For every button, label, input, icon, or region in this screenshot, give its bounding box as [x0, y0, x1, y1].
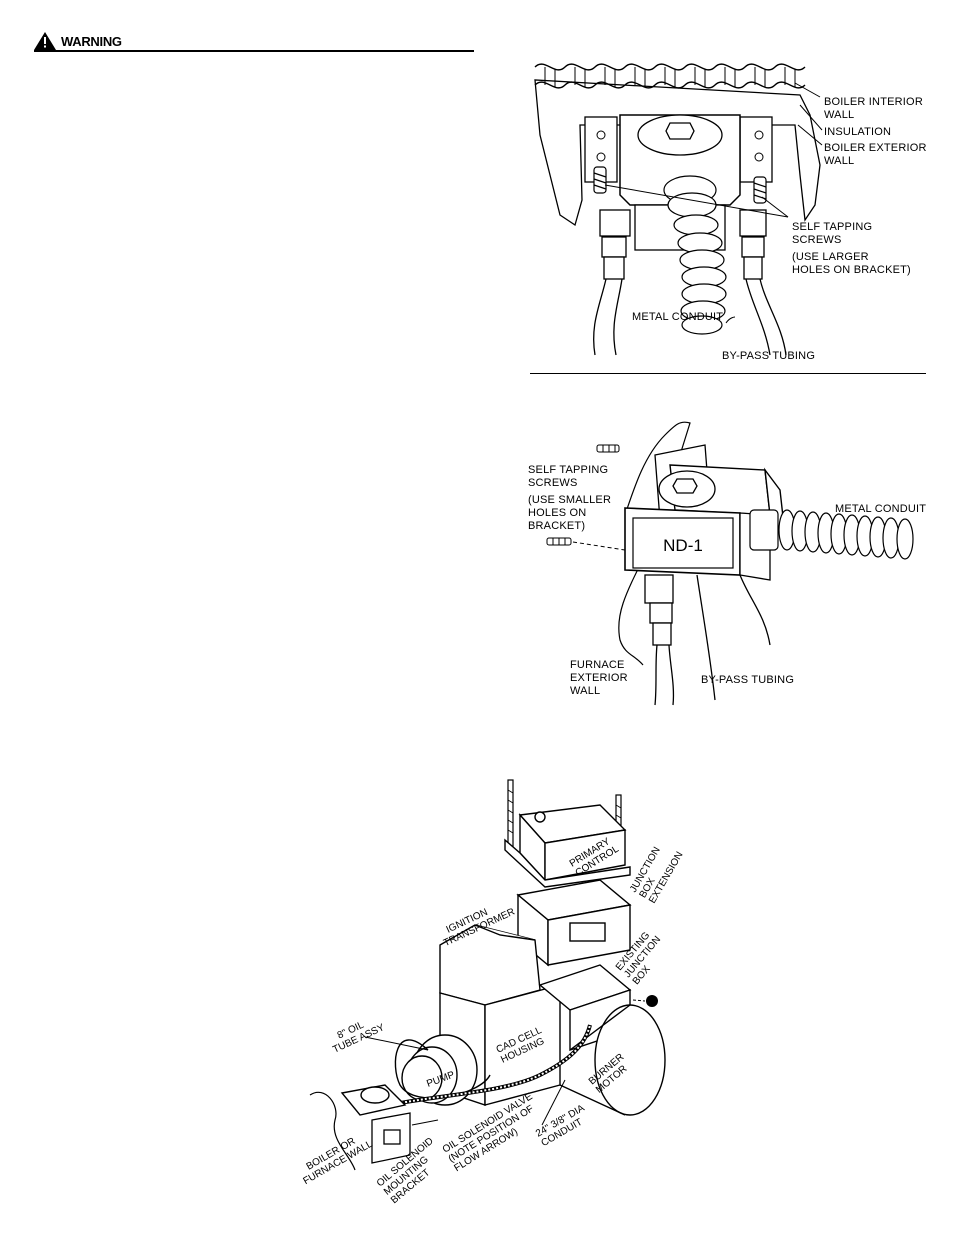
- label-self-tapping-1: SELF TAPPING: [528, 464, 608, 476]
- label-bypass-tubing: BY-PASS TUBING: [722, 350, 815, 362]
- metal-conduit: [749, 509, 914, 560]
- label-insulation: INSULATION: [824, 126, 891, 138]
- label-self-tapping-2: SCREWS: [792, 234, 841, 246]
- primary-control: [504, 804, 631, 888]
- bypass-fitting-right: [739, 209, 767, 280]
- self-tapping-screw-right: [753, 176, 767, 204]
- self-tapping-screw-left: [593, 166, 607, 194]
- label-use-smaller-3: BRACKET): [528, 520, 585, 532]
- label-use-smaller-2: HOLES ON: [528, 507, 586, 519]
- label-boiler-exterior-wall-1: BOILER EXTERIOR: [824, 142, 927, 154]
- device-name-label: ND-1: [663, 536, 703, 555]
- self-tapping-screw-bottom: [546, 537, 572, 546]
- label-furnace-exterior-3: WALL: [570, 685, 600, 697]
- label-use-smaller-1: (USE SMALLER: [528, 494, 611, 506]
- knockout-plug: [646, 995, 658, 1007]
- label-use-larger-1: (USE LARGER: [792, 251, 869, 263]
- oil-solenoid-mounting-bracket: [371, 1112, 411, 1164]
- label-metal-conduit: METAL CONDUIT: [835, 503, 926, 515]
- figure-burner-assembly: PRIMARY CONTROL JUNCTION BOX EXTENSION I…: [300, 775, 700, 1215]
- conduit: [369, 1024, 592, 1112]
- warning-rule: [34, 50, 474, 52]
- label-boiler-interior-wall-2: WALL: [824, 109, 854, 121]
- boiler-exterior-wall: [534, 79, 821, 227]
- figure-divider: [530, 373, 926, 374]
- label-boiler-exterior-wall-2: WALL: [824, 155, 854, 167]
- oil-tube: [394, 1039, 491, 1099]
- label-furnace-exterior-1: FURNACE: [570, 659, 625, 671]
- label-boiler-interior-wall-1: BOILER INTERIOR: [824, 96, 923, 108]
- label-use-larger-2: HOLES ON BRACKET): [792, 264, 911, 276]
- warning-label: WARNING: [61, 34, 122, 49]
- boiler-wall-outline: [309, 1091, 356, 1171]
- label-self-tapping-1: SELF TAPPING: [792, 221, 872, 233]
- warning-triangle-icon: [34, 32, 56, 50]
- metal-conduit: [663, 175, 727, 335]
- label-self-tapping-2: SCREWS: [528, 477, 577, 489]
- label-furnace-exterior-2: EXTERIOR: [570, 672, 628, 684]
- self-tapping-screw-top: [596, 444, 620, 453]
- bypass-fitting-left: [599, 209, 631, 280]
- warning-header: WARNING: [34, 30, 474, 54]
- boiler-interior-wall: [534, 63, 806, 71]
- label-metal-conduit: METAL CONDUIT: [632, 311, 723, 323]
- figure-furnace-mounting: ND-1: [525, 415, 926, 710]
- bypass-fitting: [644, 574, 674, 646]
- oil-solenoid-valve: [340, 1084, 407, 1116]
- junction-box-extension: [516, 879, 632, 967]
- figure-boiler-mounting: BOILER INTERIOR WALL INSULATION BOILER E…: [530, 55, 930, 370]
- pump: [401, 1034, 478, 1106]
- label-bypass-tubing: BY-PASS TUBING: [701, 674, 794, 686]
- bracket-right-plate: [739, 116, 773, 183]
